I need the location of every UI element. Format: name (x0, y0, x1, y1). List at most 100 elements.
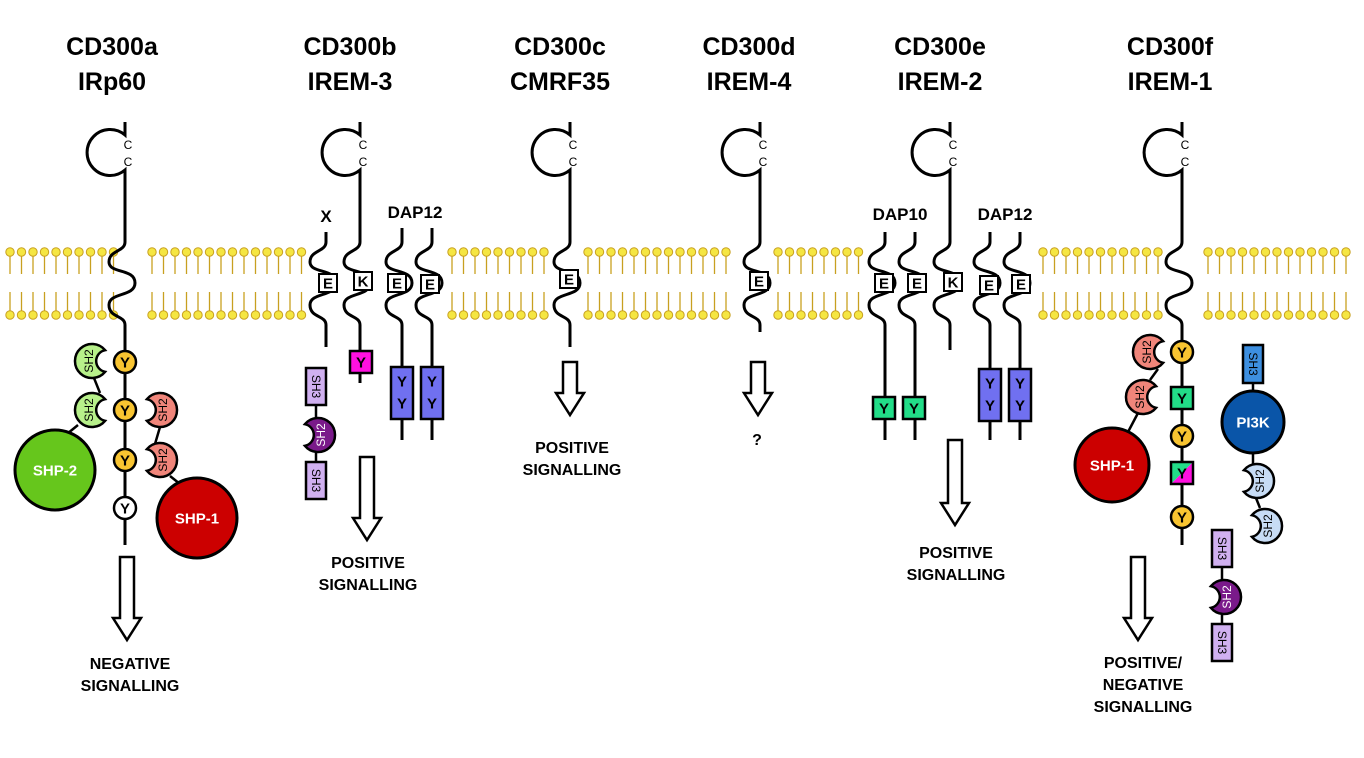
lipid-head (193, 310, 203, 320)
lipid-head (709, 247, 720, 257)
dap12-label: DAP12 (388, 203, 443, 222)
glutamate-box-label: E (984, 278, 994, 295)
lipid-head (1061, 247, 1071, 257)
lipid-head (1283, 310, 1294, 320)
lipid-head (1306, 310, 1317, 320)
sh3-label: SH3 (309, 375, 323, 399)
lipid-head (652, 247, 662, 257)
lysine-box-label: K (948, 275, 959, 292)
lipid-head (686, 247, 697, 257)
signalling-text: SIGNALLING (523, 462, 622, 479)
lipid-head (470, 310, 480, 320)
lipid-head (1203, 310, 1213, 320)
lipid-head (204, 247, 215, 257)
lipid-head (493, 247, 503, 257)
cell-membrane (5, 247, 1351, 320)
cysteine-label: C (569, 138, 578, 152)
lipid-head (285, 247, 295, 257)
lipid-head (1084, 310, 1094, 320)
sh2-crescent (144, 391, 179, 429)
lipid-head (1072, 247, 1083, 257)
tyrosine-circle (112, 349, 138, 375)
sh2-label: SH2 (1133, 385, 1147, 409)
lipid-head (796, 247, 806, 257)
tyrosine-label: Y (1177, 466, 1187, 483)
lipid-head (1084, 247, 1094, 257)
lipid-head (62, 310, 73, 320)
lipid-head (250, 247, 261, 257)
lipid-head (239, 247, 249, 257)
lipid-head (1214, 247, 1225, 257)
shp1-phosphatase (155, 476, 239, 560)
lipid-head (721, 310, 731, 320)
sh3-label: SH3 (1215, 631, 1229, 655)
sh3-domain (304, 460, 328, 501)
lipid-head (842, 247, 852, 257)
signalling-text: SIGNALLING (81, 678, 180, 695)
lipid-head (170, 247, 180, 257)
lipid-head (85, 310, 96, 320)
lipid-head (1095, 247, 1106, 257)
dap12-chain (972, 232, 1002, 440)
lipid-head (527, 247, 538, 257)
lipid-head (1237, 310, 1248, 320)
lipid-head (97, 247, 107, 257)
lipid-head (842, 310, 852, 320)
receptor-name: CD300f (1127, 33, 1214, 61)
linker (92, 377, 102, 394)
tyrosine-circle (112, 495, 138, 521)
lipid-head (458, 247, 469, 257)
lipid-head (1141, 247, 1152, 257)
signalling-arrow (741, 360, 775, 418)
lipid-head (1341, 247, 1351, 257)
lipid-head (1318, 310, 1328, 320)
adaptor-x-label: X (320, 207, 332, 226)
signalling-text: NEGATIVE (90, 656, 171, 673)
lipid-head (807, 247, 818, 257)
lipid-head (97, 310, 107, 320)
cysteine-label: C (359, 138, 368, 152)
sh2-crescent (144, 441, 179, 479)
cysteine-label: C (124, 138, 133, 152)
sh2-crescent (73, 391, 108, 429)
tyrosine-box (901, 395, 927, 421)
lipid-head (181, 247, 192, 257)
receptor-alias: CMRF35 (510, 68, 610, 96)
lipid-head (1153, 310, 1163, 320)
itam-box (389, 365, 415, 421)
lipid-head (663, 247, 674, 257)
sh3-domain (1210, 622, 1234, 663)
tyrosine-label: Y (356, 355, 366, 372)
lipid-head (1318, 247, 1328, 257)
lipid-head (481, 310, 492, 320)
lipid-head (5, 310, 15, 320)
lipid-head (698, 247, 708, 257)
lipid-head (1295, 310, 1305, 320)
lipid-head (74, 247, 84, 257)
lipid-head (296, 310, 307, 320)
lysine-box (353, 271, 373, 291)
lipid-head (1306, 247, 1317, 257)
lipid-head (51, 310, 61, 320)
signalling-text: ? (752, 432, 762, 449)
glutamate-box (907, 273, 927, 293)
lipid-head (204, 310, 215, 320)
shp2-phosphatase (13, 428, 97, 512)
lipid-head (147, 247, 157, 257)
lipid-head (629, 310, 639, 320)
lipid-head (1038, 310, 1048, 320)
lipid-head (1095, 310, 1106, 320)
sh2-domain (302, 416, 337, 454)
sh2-crescent (1241, 462, 1276, 500)
lipid-head (1130, 247, 1140, 257)
signalling-arrow (350, 455, 384, 543)
signalling-arrow (110, 555, 144, 643)
glutamate-box-label: E (1016, 277, 1026, 294)
lipid-head (686, 310, 697, 320)
lipid-head (1214, 310, 1225, 320)
signalling-text: SIGNALLING (907, 567, 1006, 584)
dap12-chain (384, 228, 414, 440)
glutamate-box (318, 273, 338, 293)
lipid-head (675, 310, 685, 320)
signalling-text: POSITIVE/ (1104, 655, 1183, 672)
